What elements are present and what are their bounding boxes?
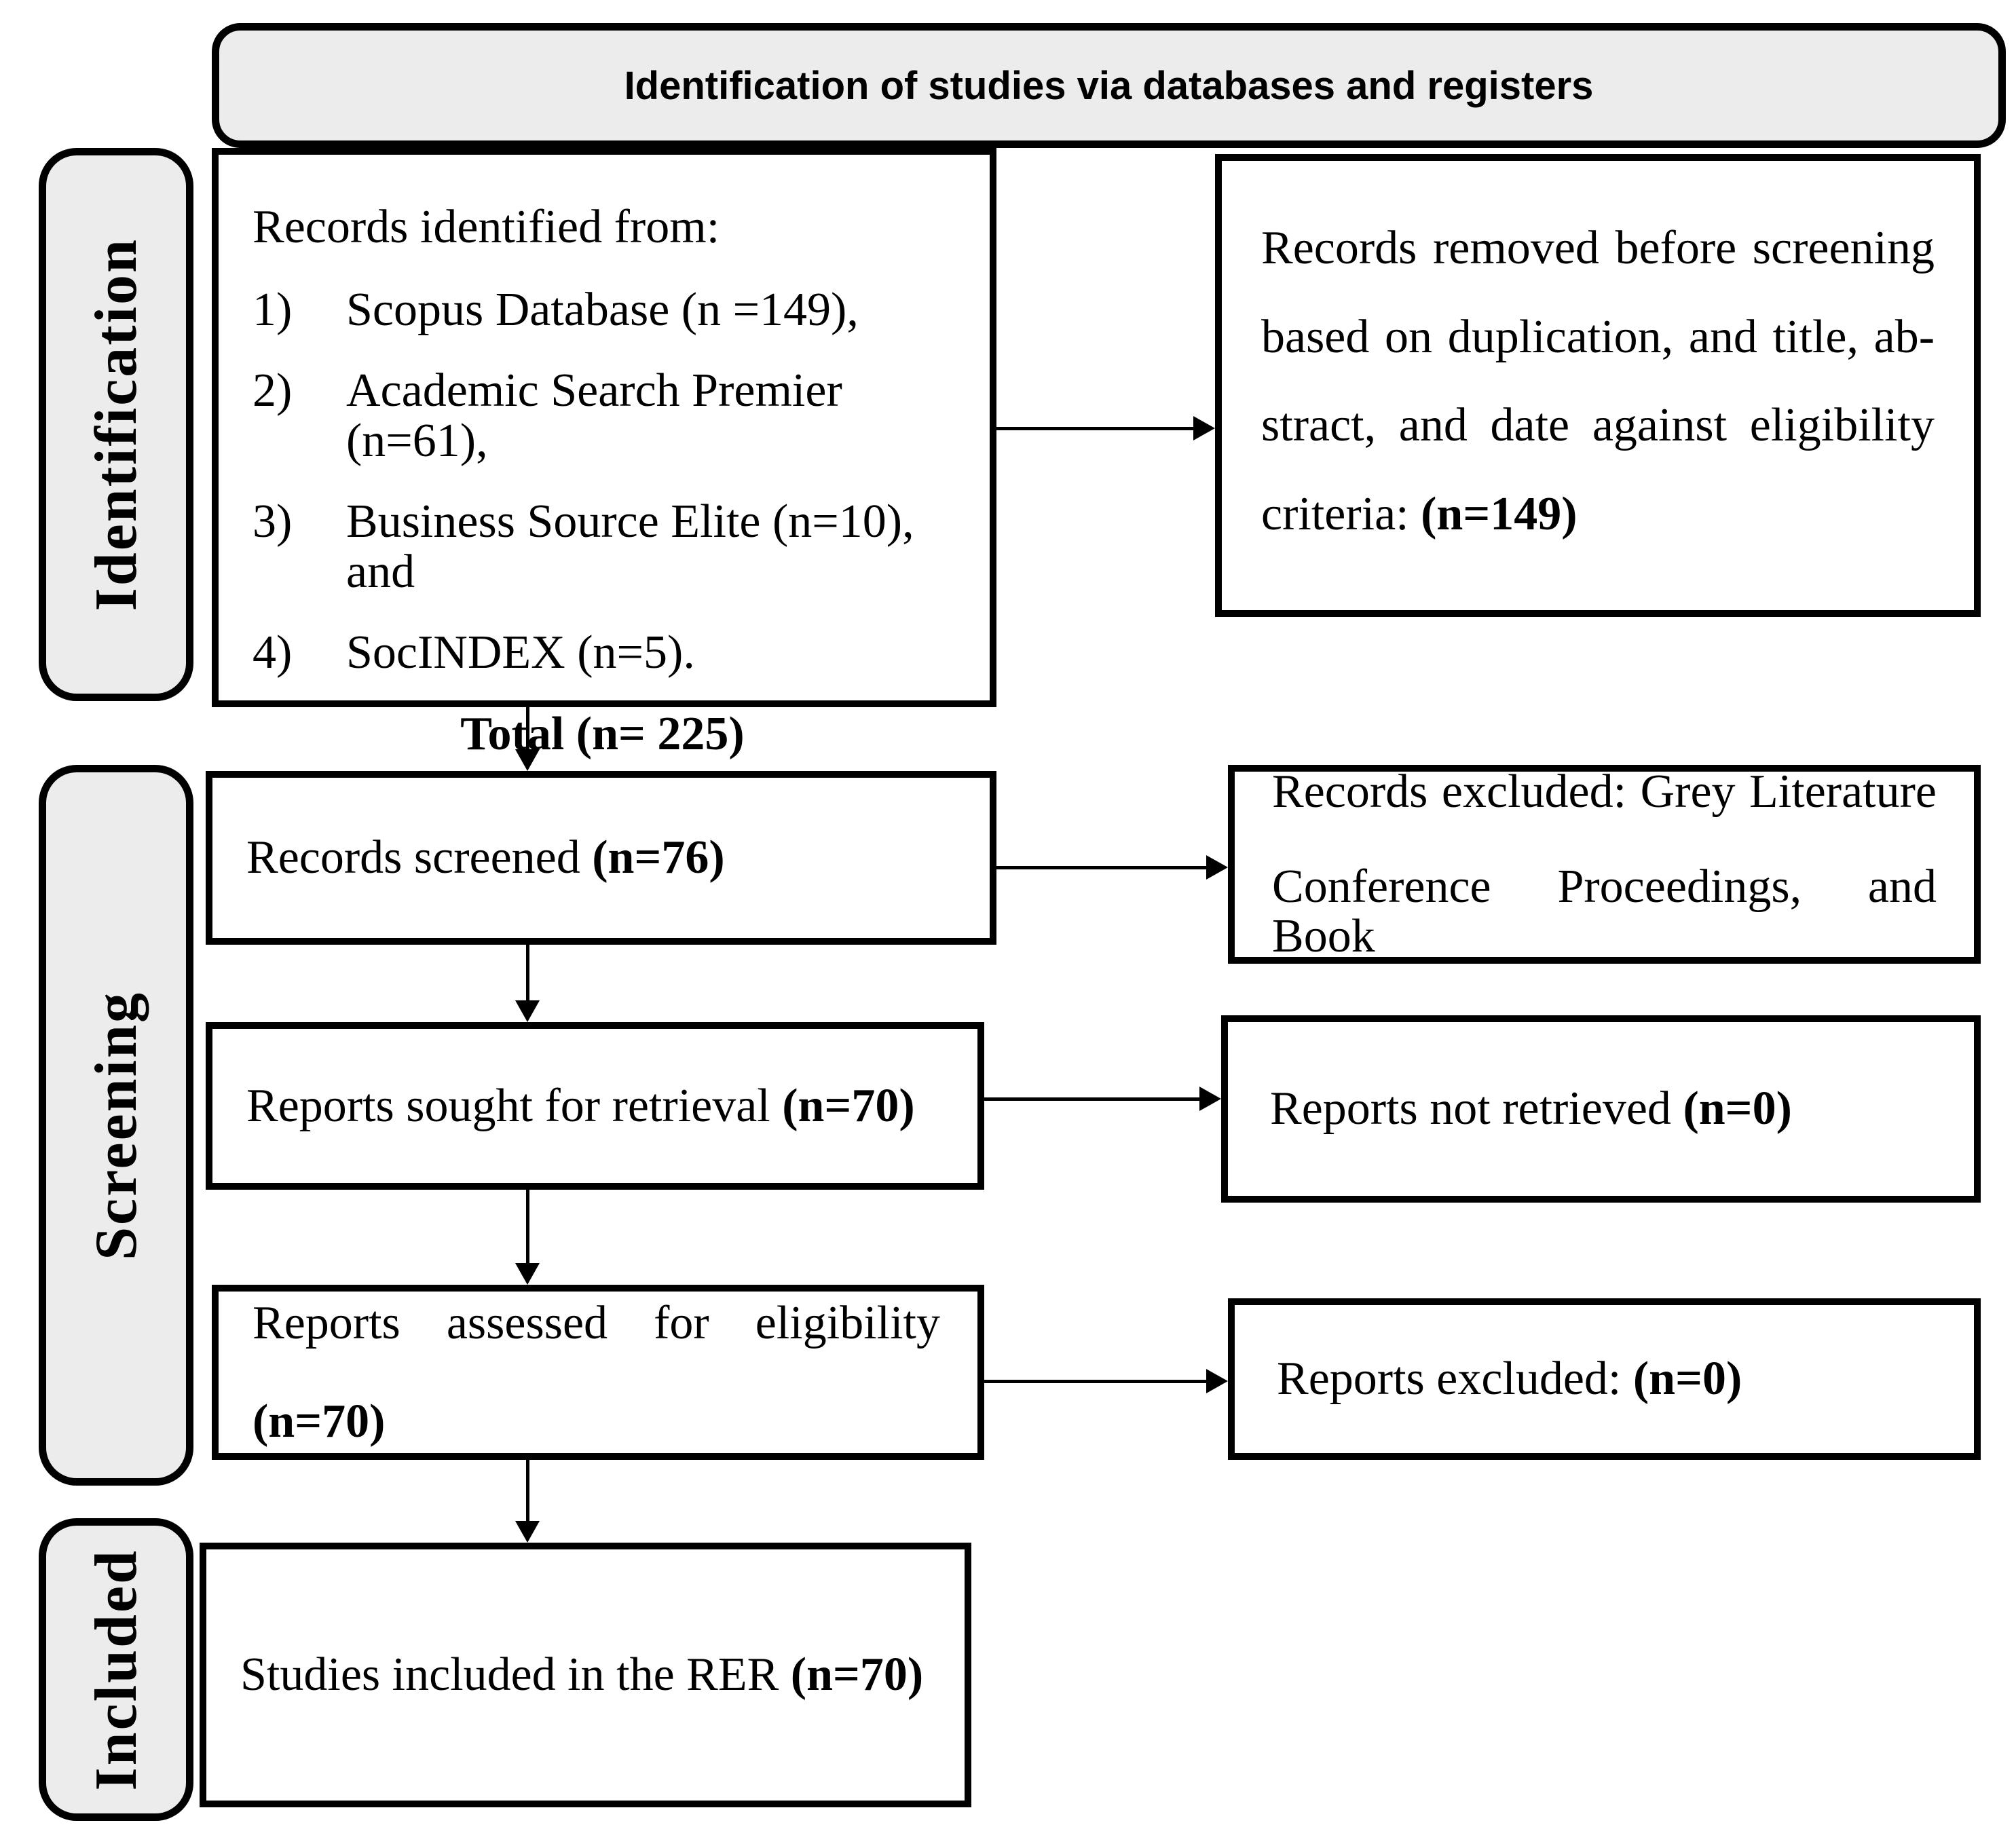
phase-panel-identification: Identification [39, 148, 193, 701]
records-identified-item: 2) Academic Search Premier (n=61), [253, 366, 952, 466]
records-identified-item: 3) Business Source Elite (n=10), and [253, 497, 952, 597]
item-number: 4) [253, 626, 293, 679]
phase-label-screening: Screening [83, 990, 149, 1260]
arrow-assessed-to-included [526, 1459, 529, 1524]
box-studies-included: Studies included in the RER (n=70) [200, 1543, 971, 1807]
arrowhead-down-icon [515, 749, 540, 771]
box-records-screened: Records screened (n=76) [206, 771, 996, 945]
reports-sought-text: Reports sought for retrieval (n=70) [246, 1079, 915, 1132]
reports-assessed-line1: Reports assessed for eligibility [253, 1296, 940, 1349]
records-identified-total: Total (n= 225) [460, 707, 745, 760]
arrow-sought-to-not-retrieved [984, 1097, 1201, 1101]
arrow-sought-to-assessed [526, 1189, 529, 1266]
arrow-identified-to-screened [526, 707, 529, 752]
records-removed-line2: based on duplication, and title, ab- [1261, 310, 1935, 363]
box-reports-not-retrieved: Reports not retrieved (n=0) [1221, 1015, 1981, 1203]
item-text: Academic Search Premier (n=61), [346, 364, 842, 467]
reports-not-retrieved-text: Reports not retrieved (n=0) [1270, 1082, 1792, 1135]
arrowhead-right-icon [1193, 416, 1215, 440]
arrowhead-right-icon [1206, 855, 1228, 880]
arrowhead-down-icon [515, 1521, 540, 1543]
arrow-assessed-to-reports-excluded [984, 1380, 1208, 1383]
studies-included-text: Studies included in the RER (n=70) [240, 1649, 924, 1701]
records-removed-line3: stract, and date against eligibility [1261, 399, 1935, 451]
records-screened-text: Records screened (n=76) [246, 831, 725, 884]
item-text: SocINDEX (n=5). [346, 626, 695, 679]
arrow-screened-to-excluded [996, 866, 1208, 869]
phase-panel-included: Included [39, 1518, 193, 1821]
reports-excluded-text: Reports excluded: (n=0) [1277, 1353, 1742, 1406]
phase-panel-screening: Screening [39, 765, 193, 1486]
box-reports-sought: Reports sought for retrieval (n=70) [206, 1022, 984, 1190]
box-records-excluded: Records excluded: Grey Literature Confer… [1228, 765, 1981, 964]
item-text: Business Source Elite (n=10), and [346, 495, 914, 598]
reports-assessed-count: (n=70) [253, 1395, 386, 1448]
phase-label-included: Included [83, 1548, 149, 1791]
item-number: 2) [253, 364, 293, 417]
box-records-removed: Records removed before screening based o… [1215, 154, 1981, 617]
box-reports-assessed: Reports assessed for eligibility (n=70) [212, 1285, 984, 1460]
diagram-title: Identification of studies via databases … [624, 63, 1594, 108]
records-excluded-line2: Conference Proceedings, and Book [1272, 860, 1937, 963]
header-band: Identification of studies via databases … [212, 23, 2006, 148]
arrow-identified-to-removed [996, 427, 1196, 430]
arrowhead-right-icon [1206, 1369, 1228, 1393]
box-reports-excluded: Reports excluded: (n=0) [1228, 1298, 1981, 1460]
records-identified-intro: Records identified from: [253, 201, 720, 253]
item-number: 3) [253, 495, 293, 548]
arrowhead-down-icon [515, 1263, 540, 1285]
records-identified-item: 1) Scopus Database (n =149), [253, 283, 952, 336]
item-number: 1) [253, 283, 293, 336]
arrowhead-right-icon [1199, 1087, 1221, 1111]
box-records-identified: Records identified from: 1) Scopus Datab… [212, 148, 996, 759]
records-removed-line1: Records removed before screening [1261, 222, 1935, 274]
arrow-screened-to-sought [526, 945, 529, 1003]
item-text: Scopus Database (n =149), [346, 283, 859, 336]
records-excluded-line1: Records excluded: Grey Literature [1272, 766, 1937, 818]
records-identified-item: 4) SocINDEX (n=5). [253, 628, 952, 678]
arrowhead-down-icon [515, 1000, 540, 1022]
phase-label-identification: Identification [83, 238, 149, 611]
records-removed-line4: criteria: (n=149) [1261, 487, 1578, 540]
